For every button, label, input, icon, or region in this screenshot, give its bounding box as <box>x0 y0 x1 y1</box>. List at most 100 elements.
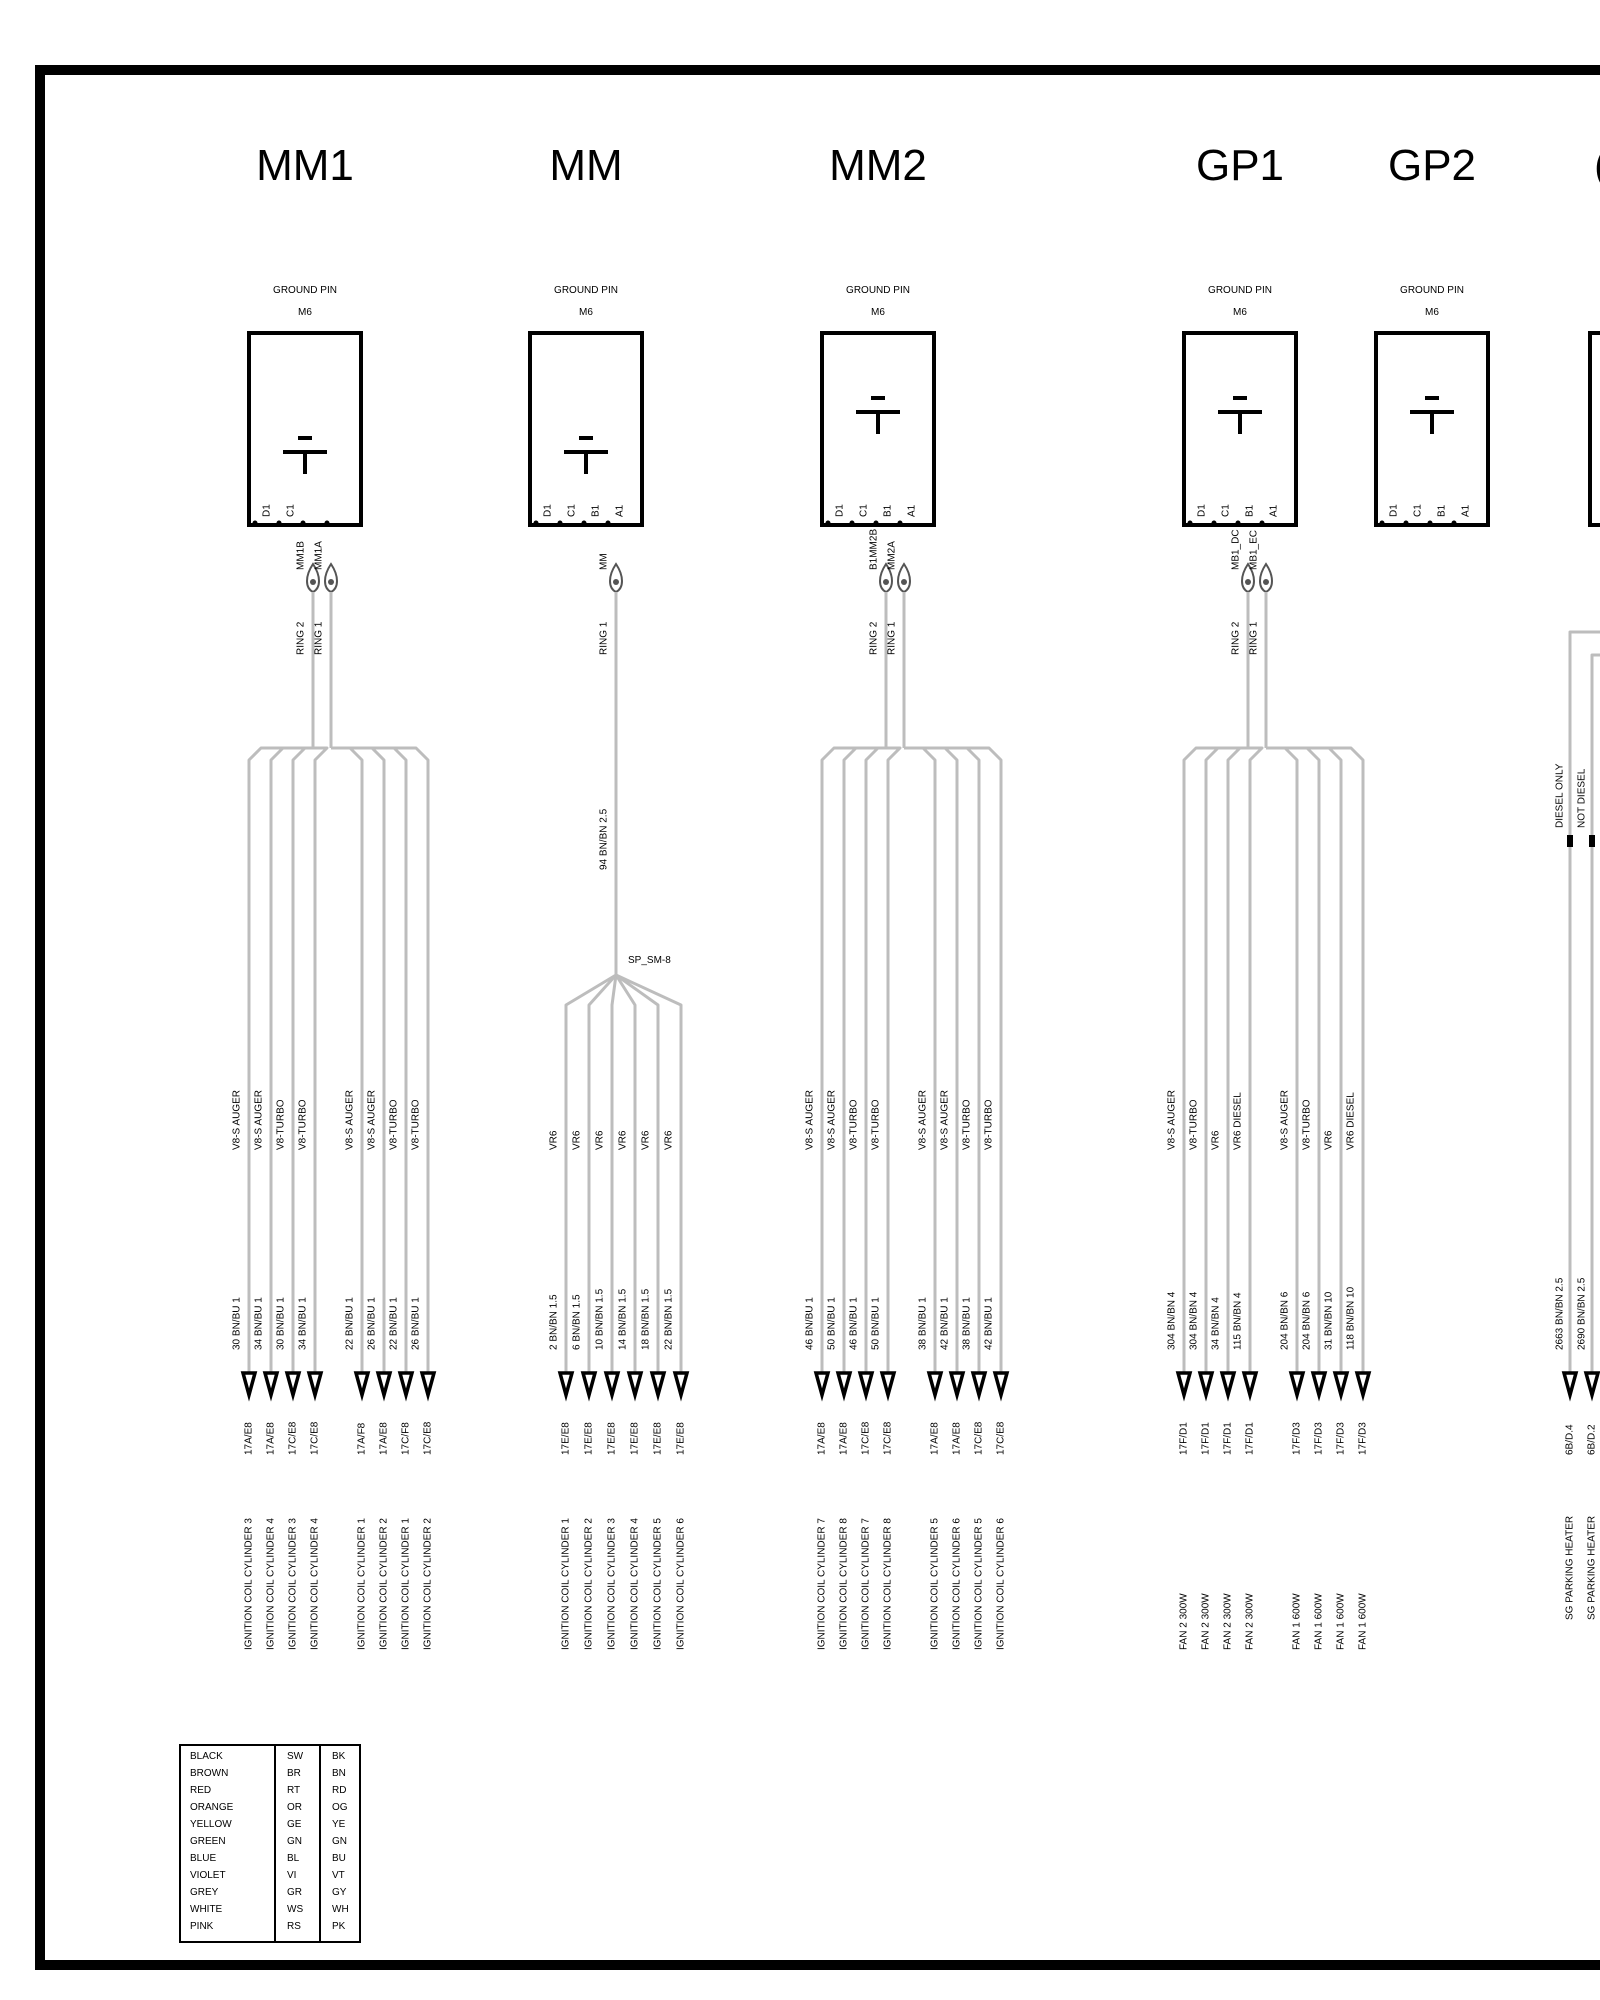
wire-terminal-icon <box>1219 1371 1237 1402</box>
wire-terminal-icon <box>857 1371 875 1402</box>
connector-label: 17A/E8 <box>952 1422 963 1455</box>
branch-wire <box>615 973 683 1373</box>
wire-label-group: 50 BN/BU 1 <box>827 1297 838 1350</box>
wire-terminal-icon <box>926 1371 944 1402</box>
pin-label: B1 <box>1437 504 1448 517</box>
wire-label: 50 BN/BU 1 <box>871 1297 882 1350</box>
wire-label: 2 BN/BN 1.5 <box>549 1294 560 1350</box>
legend-frame <box>179 1744 361 1943</box>
legend-code-en: OG <box>332 1802 348 1813</box>
legend-code-de: WS <box>287 1904 303 1915</box>
pin-dot <box>276 520 282 526</box>
branch-wire <box>904 746 959 1373</box>
destination-label: IGNITION COIL CYLINDER 4 <box>310 1518 321 1650</box>
pin-label-group: C1 <box>567 504 578 517</box>
legend-code-en: BU <box>332 1853 346 1864</box>
connector-label-group: 17E/E8 <box>607 1422 618 1455</box>
pin-label-group: A1 <box>907 504 918 517</box>
legend-code-de: RT <box>287 1785 300 1796</box>
wire-label-group: 204 BN/BN 6 <box>1302 1291 1313 1350</box>
wire-label: 50 BN/BU 1 <box>827 1297 838 1350</box>
connector-label-group: 6B/D.4 <box>1565 1424 1576 1455</box>
ring-label: RING 1 <box>887 621 898 655</box>
pin-label-group: C1 <box>1221 504 1232 517</box>
variant-marker <box>1567 835 1573 847</box>
ground-pin-size: M6 <box>298 307 312 318</box>
destination-label: SG PARKING HEATER <box>1587 1516 1598 1620</box>
pin-label: B1 <box>591 504 602 517</box>
ring-label: RING 1 <box>1249 621 1260 655</box>
variant-label: V8-TURBO <box>389 1099 400 1150</box>
destination-label-group: IGNITION COIL CYLINDER 5 <box>930 1518 941 1650</box>
pin-label: A1 <box>1269 504 1280 517</box>
connector-label-group: 17F/D3 <box>1292 1422 1303 1455</box>
branch-wire <box>564 973 617 1373</box>
connector-label-group: 17A/F8 <box>357 1422 368 1455</box>
wire-terminal-icon <box>626 1371 644 1402</box>
wire-terminal-icon <box>1561 1371 1579 1402</box>
variant-label-group: V8-TURBO <box>298 1099 309 1150</box>
ground-pin-label: GROUND PIN <box>1400 285 1464 296</box>
branch-wire <box>331 746 386 1373</box>
wire-terminal-icon <box>353 1371 371 1402</box>
destination-label: IGNITION COIL CYLINDER 8 <box>883 1518 894 1650</box>
pin-dot <box>1259 520 1265 526</box>
variant-label-group: V8-S AUGER <box>1280 1090 1291 1150</box>
ground-pin-box <box>247 331 363 527</box>
destination-label-group: IGNITION COIL CYLINDER 4 <box>310 1518 321 1650</box>
pin-label: D1 <box>1197 504 1208 517</box>
connector-label: 17A/E8 <box>817 1422 828 1455</box>
wire-label: 22 BN/BN 1.5 <box>664 1288 675 1350</box>
wire-label: 38 BN/BU 1 <box>918 1297 929 1350</box>
pin-label: D1 <box>835 504 846 517</box>
pin-dot <box>557 520 563 526</box>
connector-label-group: 17E/E8 <box>561 1422 572 1455</box>
destination-label: FAN 2 300W <box>1245 1593 1256 1650</box>
legend-code-de: GE <box>287 1819 302 1830</box>
wire-label: 204 BN/BN 6 <box>1280 1291 1291 1350</box>
wire-label: 2690 BN/BN 2.5 <box>1577 1277 1588 1350</box>
ground-pin-size: M6 <box>1425 307 1439 318</box>
ground-pin-label: GROUND PIN <box>273 285 337 296</box>
ground-symbol-icon <box>1218 396 1262 434</box>
connector-label-group: 17A/E8 <box>266 1422 277 1455</box>
wire-terminal-icon <box>1332 1371 1350 1402</box>
wire-terminal-icon <box>262 1371 280 1402</box>
wire-label-group: 2690 BN/BN 2.5 <box>1577 1277 1588 1350</box>
variant-label: VR6 <box>1211 1130 1222 1150</box>
connector-label-group: 17F/D1 <box>1223 1422 1234 1455</box>
legend-color-name: RED <box>190 1785 211 1796</box>
wire-label: 26 BN/BU 1 <box>367 1297 378 1350</box>
destination-label-group: IGNITION COIL CYLINDER 4 <box>266 1518 277 1650</box>
destination-label: FAN 2 300W <box>1179 1593 1190 1650</box>
variant-label: V8-S AUGER <box>827 1090 838 1150</box>
legend-code-en: VT <box>332 1870 345 1881</box>
branch-wire <box>904 746 937 1373</box>
destination-label-group: SG PARKING HEATER <box>1587 1516 1598 1620</box>
wire-label: 46 BN/BU 1 <box>849 1297 860 1350</box>
legend-code-en: WH <box>332 1904 349 1915</box>
pin-dot <box>581 520 587 526</box>
destination-label-group: IGNITION COIL CYLINDER 5 <box>974 1518 985 1650</box>
connector-label: 17C/E8 <box>861 1421 872 1455</box>
connector-label: 17C/E8 <box>423 1421 434 1455</box>
ring-terminal-icon <box>609 562 623 594</box>
ground-pin-size: M6 <box>871 307 885 318</box>
destination-label: IGNITION COIL CYLINDER 1 <box>357 1518 368 1650</box>
variant-label: V8-TURBO <box>871 1099 882 1150</box>
legend-code-en: GN <box>332 1836 347 1847</box>
connector-label-group: 17E/E8 <box>676 1422 687 1455</box>
wire-label: 14 BN/BN 1.5 <box>618 1288 629 1350</box>
destination-label: IGNITION COIL CYLINDER 7 <box>817 1518 828 1650</box>
destination-label: IGNITION COIL CYLINDER 7 <box>861 1518 872 1650</box>
wire-label: 22 BN/BU 1 <box>389 1297 400 1350</box>
ring-terminal-icon <box>324 562 338 594</box>
variant-label: V8-TURBO <box>1189 1099 1200 1150</box>
destination-label: FAN 1 600W <box>1358 1593 1369 1650</box>
ring-name: MB1_DC <box>1231 529 1242 570</box>
connector-label-group: 17E/E8 <box>584 1422 595 1455</box>
connector-label-group: 17F/D3 <box>1336 1422 1347 1455</box>
ground-pin-label: GROUND PIN <box>846 285 910 296</box>
branch-wire <box>904 746 1003 1373</box>
